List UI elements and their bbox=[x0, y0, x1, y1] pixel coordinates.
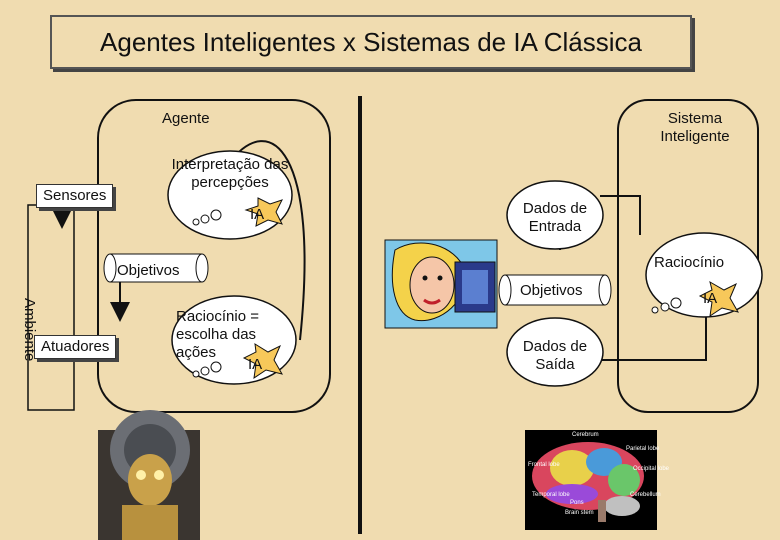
interpretacao-label: Interpretação das percepções bbox=[171, 156, 289, 191]
ia-burst-3 bbox=[698, 280, 740, 318]
raciocinio-sistema-cloud bbox=[645, 232, 763, 318]
brain-photo bbox=[525, 430, 657, 530]
center-divider bbox=[358, 96, 362, 534]
title-frame bbox=[50, 15, 692, 69]
ambiente-box bbox=[27, 204, 75, 411]
system-container bbox=[617, 99, 759, 413]
sensores-label: Sensores bbox=[36, 184, 114, 208]
entrada-cloud bbox=[506, 180, 604, 250]
dados-entrada-label: Dados de Entrada bbox=[522, 200, 588, 235]
ia-burst-2 bbox=[242, 343, 284, 380]
brain-label-cerebrum: Cerebrum bbox=[572, 432, 599, 438]
robot-photo bbox=[98, 410, 200, 540]
agent-container bbox=[97, 99, 331, 413]
raciocinio-ia-label: IA bbox=[248, 356, 263, 373]
brain-label-cerebellum: Cerebellum bbox=[630, 492, 661, 498]
system-ia-label: IA bbox=[703, 290, 718, 307]
brain-label-pons: Pons bbox=[570, 500, 584, 506]
woman-computer-illustration bbox=[384, 239, 498, 329]
entrada-arrow bbox=[600, 195, 641, 235]
ia-burst-1 bbox=[244, 197, 283, 227]
raciocinio-label: Raciocínio = escolha das ações bbox=[176, 308, 259, 361]
system-raciocinio-label: Raciocínio bbox=[654, 254, 725, 271]
brain-label-occipital: Occipital lobe bbox=[633, 466, 670, 472]
saida-arrow bbox=[600, 310, 707, 361]
interpretacao-ia-label: IA bbox=[250, 206, 265, 223]
dados-saida-label: Dados de Saída bbox=[522, 338, 588, 373]
interpretacao-curve bbox=[229, 140, 306, 341]
slide-title: Agentes Inteligentes x Sistemas de IA Cl… bbox=[100, 26, 642, 57]
system-objetivos-label: Objetivos bbox=[520, 282, 583, 299]
agent-label: Agente bbox=[162, 110, 210, 127]
brain-label-frontal: Frontal lobe bbox=[528, 462, 560, 468]
brain-label-stem: Brain stem bbox=[565, 510, 594, 516]
atuadores-label: Atuadores bbox=[34, 335, 117, 359]
saida-cloud bbox=[506, 317, 604, 387]
brain-label-parietal: Parietal lobe bbox=[626, 446, 660, 452]
agent-objetivos-label: Objetivos bbox=[117, 262, 180, 279]
system-label: Sistema Inteligente bbox=[660, 110, 730, 145]
brain-label-temporal: Temporal lobe bbox=[532, 492, 570, 498]
